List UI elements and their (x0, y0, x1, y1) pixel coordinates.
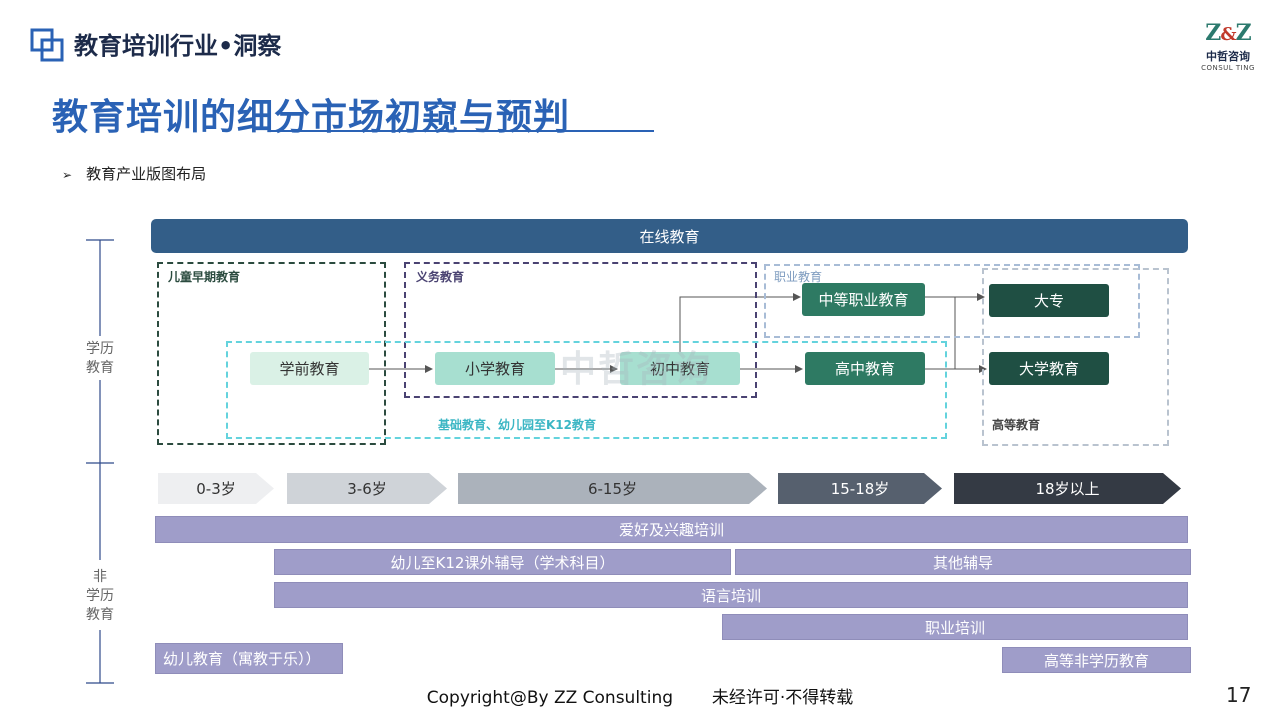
bar-hobby-training: 爱好及兴趣培训 (155, 516, 1188, 543)
group-label-higher: 高等教育 (992, 418, 1041, 432)
age-15-18: 15-18岁 (778, 473, 942, 504)
footer-copyright: Copyright@By ZZ Consulting (426, 688, 674, 708)
group-label-compulsory: 义务教育 (416, 270, 465, 284)
header-title: 教育培训行业•洞察 (74, 32, 282, 60)
node-college: 大专 (989, 284, 1109, 317)
brand-name-cn: 中哲咨询 (1206, 50, 1250, 63)
age-3-6: 3-6岁 (287, 473, 447, 504)
watermark: 中哲咨询 (560, 349, 713, 390)
title-underline (268, 130, 654, 132)
page-number: 17 (1226, 683, 1252, 707)
age-6-15: 6-15岁 (458, 473, 767, 504)
node-junior: 初中教育 (620, 352, 740, 385)
brand-name-en: CONSUL TING (1201, 64, 1255, 72)
bar-vocational-training: 职业培训 (722, 614, 1188, 640)
group-label-vocational: 职业教育 (774, 270, 823, 284)
side-label-academic: 学历 教育 (86, 341, 114, 376)
age-18-plus: 18岁以上 (954, 473, 1181, 504)
side-label-non-academic: 非 学历 教育 (86, 569, 114, 623)
group-label-early: 儿童早期教育 (168, 270, 241, 284)
brand-logo: Z&Z 中哲咨询 CONSUL TING (1198, 20, 1258, 72)
section-bullet: ➢ 教育产业版图布局 (62, 163, 206, 184)
group-vocational (764, 264, 1140, 338)
bar-k12-tutoring: 幼儿至K12课外辅导（学术科目） (274, 549, 731, 575)
brand-mark: Z&Z (1205, 20, 1251, 46)
node-secondary-vocational: 中等职业教育 (802, 283, 925, 316)
age-0-3: 0-3岁 (158, 473, 274, 504)
group-k12 (226, 341, 947, 439)
node-preschool: 学前教育 (250, 352, 369, 385)
footer: Copyright@By ZZ Consulting 未经许可·不得转载 (0, 683, 1280, 708)
group-higher (982, 268, 1169, 446)
bar-other-tutoring: 其他辅导 (735, 549, 1191, 575)
node-university: 大学教育 (989, 352, 1109, 385)
group-compulsory (404, 262, 757, 398)
group-early-childhood (157, 262, 386, 445)
footer-notice: 未经许可·不得转载 (711, 688, 854, 708)
node-primary: 小学教育 (435, 352, 555, 385)
bullet-arrow-icon: ➢ (62, 168, 73, 182)
bar-early-education: 幼儿教育（寓教于乐）） (155, 643, 343, 674)
bar-language-training: 语言培训 (274, 582, 1188, 608)
node-senior: 高中教育 (805, 352, 925, 385)
online-education-bar: 在线教育 (151, 219, 1188, 253)
bar-higher-non-academic: 高等非学历教育 (1002, 647, 1191, 673)
header-logo-icon (30, 28, 64, 62)
group-label-k12: 基础教育、幼儿园至K12教育 (438, 418, 596, 432)
bullet-text: 教育产业版图布局 (86, 165, 207, 183)
